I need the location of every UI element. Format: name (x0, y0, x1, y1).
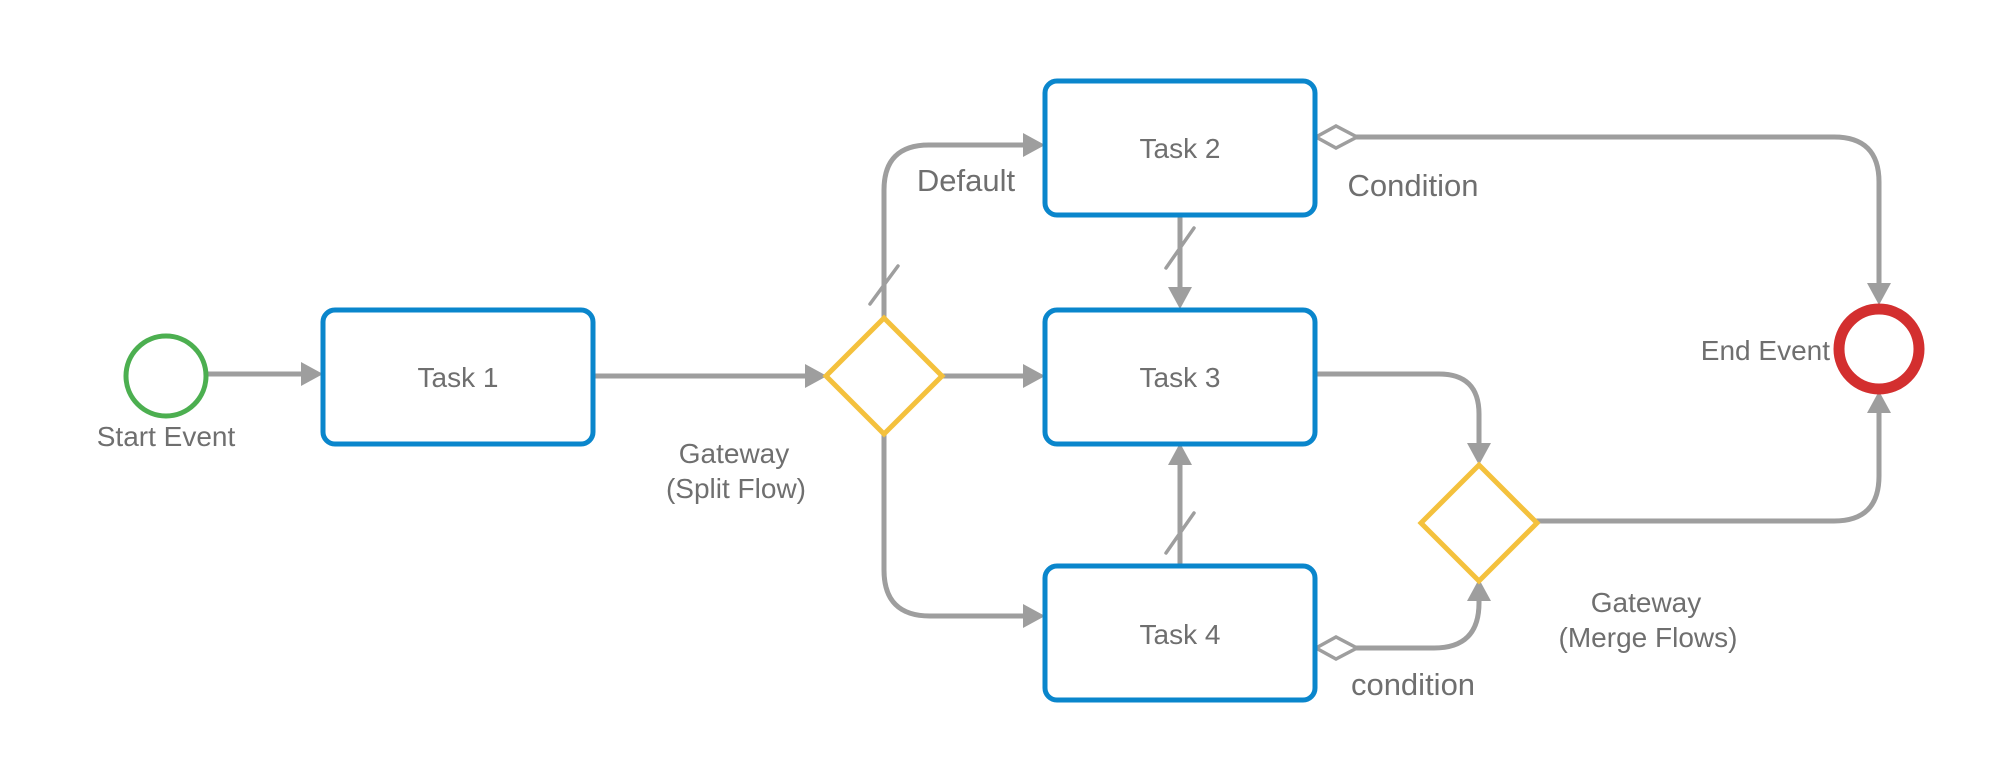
split-gateway (822, 314, 946, 438)
conditional-flow-marker-task2 (1312, 124, 1361, 150)
flow-task3-to-merge (1314, 371, 1482, 448)
flow-merge-to-end (1534, 409, 1882, 524)
end-event-label: End Event (1701, 335, 1830, 366)
task-1-label: Task 1 (418, 362, 499, 393)
arrowhead-merge-bottom (1467, 579, 1491, 601)
arrowhead-merge-top (1467, 443, 1491, 465)
merge-gateway-label-line2: (Merge Flows) (1559, 622, 1738, 653)
task-3: Task 3 (1042, 307, 1318, 447)
default-flow-marker-task4 (1164, 511, 1196, 555)
flow-split-to-task4 (881, 431, 1030, 619)
split-gateway-label-line2: (Split Flow) (666, 473, 806, 504)
arrowhead-task2 (1023, 133, 1045, 157)
merge-gateway-label-line1: Gateway (1591, 587, 1702, 618)
task-2-label: Task 2 (1140, 133, 1221, 164)
condition-flow-label-lower: condition (1351, 667, 1475, 702)
task-2: Task 2 (1042, 78, 1318, 218)
task-1-box (320, 307, 596, 447)
arrowhead-task3-bottom (1168, 443, 1192, 465)
start-event (123, 333, 209, 419)
end-event (1833, 303, 1925, 395)
task-1: Task 1 (320, 307, 596, 447)
task-2-box (1042, 78, 1318, 218)
arrowhead-task1 (301, 362, 323, 386)
arrowhead-task3-left (1023, 364, 1045, 388)
default-flow-label: Default (917, 163, 1016, 198)
flow-task4-to-merge-condition (1352, 597, 1482, 651)
start-event-label: Start Event (97, 421, 236, 452)
task-4: Task 4 (1042, 563, 1318, 703)
task-4-box (1042, 563, 1318, 703)
connectors (204, 124, 1891, 661)
task-3-label: Task 3 (1140, 362, 1221, 393)
arrowhead-task4 (1023, 604, 1045, 628)
flow-task2-to-end-condition (1352, 134, 1882, 288)
flow-split-to-task2-default (881, 142, 1030, 321)
conditional-flow-marker-task4 (1312, 635, 1361, 661)
arrowhead-split (805, 364, 827, 388)
task-3-box (1042, 307, 1318, 447)
arrowhead-end-bottom (1867, 391, 1891, 413)
default-flow-marker (868, 264, 900, 306)
arrowhead-end-top (1867, 283, 1891, 305)
condition-flow-label-upper: Condition (1348, 168, 1479, 203)
merge-gateway (1417, 461, 1541, 585)
default-flow-marker-task2 (1164, 226, 1196, 270)
arrowhead-task3-top (1168, 287, 1192, 309)
split-gateway-label-line1: Gateway (679, 438, 790, 469)
task-4-label: Task 4 (1140, 619, 1221, 650)
